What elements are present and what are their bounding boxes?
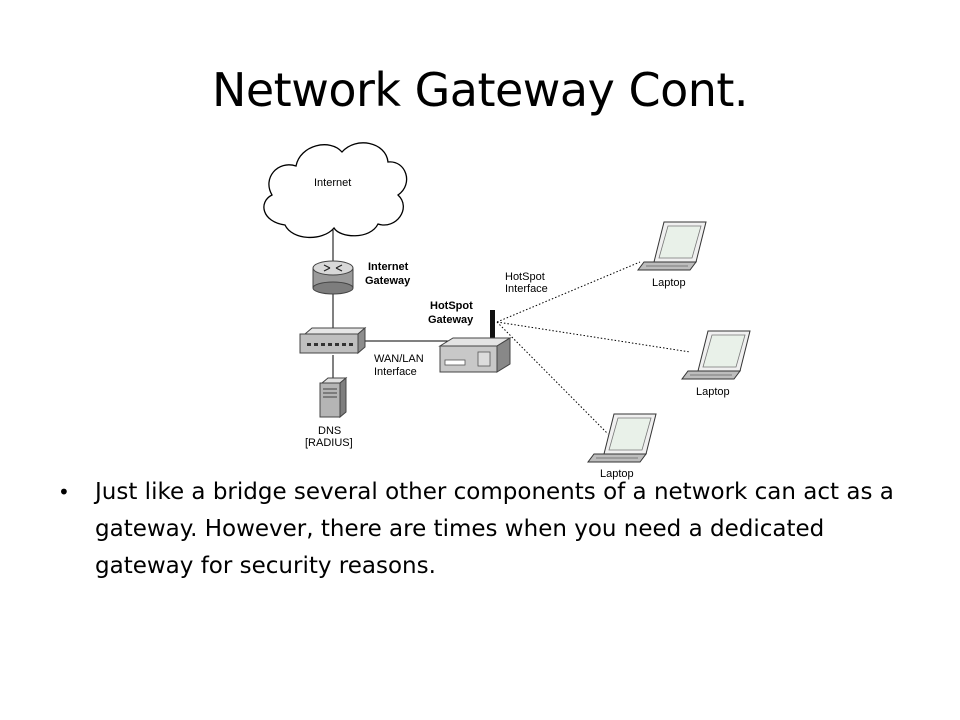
internet-gateway-label-line1: Internet — [368, 261, 409, 273]
wireless-links — [496, 261, 691, 435]
laptop-label-mid: Laptop — [696, 386, 730, 398]
dns-server-icon — [319, 376, 348, 419]
network-switch-icon — [299, 326, 367, 355]
dns-label: DNS — [318, 425, 341, 437]
wifi-link-mid — [496, 321, 691, 353]
router-icon — [312, 260, 354, 295]
laptop-label-top: Laptop — [652, 277, 686, 289]
slide-title: Network Gateway Cont. — [211, 63, 749, 117]
wan-lan-label-line1: WAN/LAN — [374, 353, 424, 365]
laptop-label-bottom: Laptop — [600, 468, 634, 480]
bullet-item: • Just like a bridge several other compo… — [58, 474, 898, 585]
laptop-icon-mid — [681, 330, 751, 380]
radius-label: [RADIUS] — [305, 437, 353, 449]
hotspot-gateway-label-line2: Gateway — [428, 314, 474, 326]
hotspot-interface-label-line2: Interface — [505, 283, 548, 295]
bullet-text: Just like a bridge several other compone… — [95, 479, 894, 579]
wan-lan-label-line2: Interface — [374, 366, 417, 378]
wifi-link-top — [496, 261, 641, 323]
laptop-icon-top — [637, 221, 707, 271]
hotspot-gateway-icon — [438, 310, 512, 373]
hotspot-gateway-label-line1: HotSpot — [430, 300, 473, 312]
internet-cloud-icon — [263, 142, 408, 239]
wifi-link-bottom — [496, 321, 609, 435]
wired-links — [332, 228, 452, 380]
laptop-icon-bottom — [587, 413, 657, 463]
hotspot-interface-label-line1: HotSpot — [505, 271, 545, 283]
internet-gateway-label-line2: Gateway — [365, 275, 411, 287]
internet-label: Internet — [314, 177, 351, 189]
bullet-marker: • — [58, 480, 70, 504]
